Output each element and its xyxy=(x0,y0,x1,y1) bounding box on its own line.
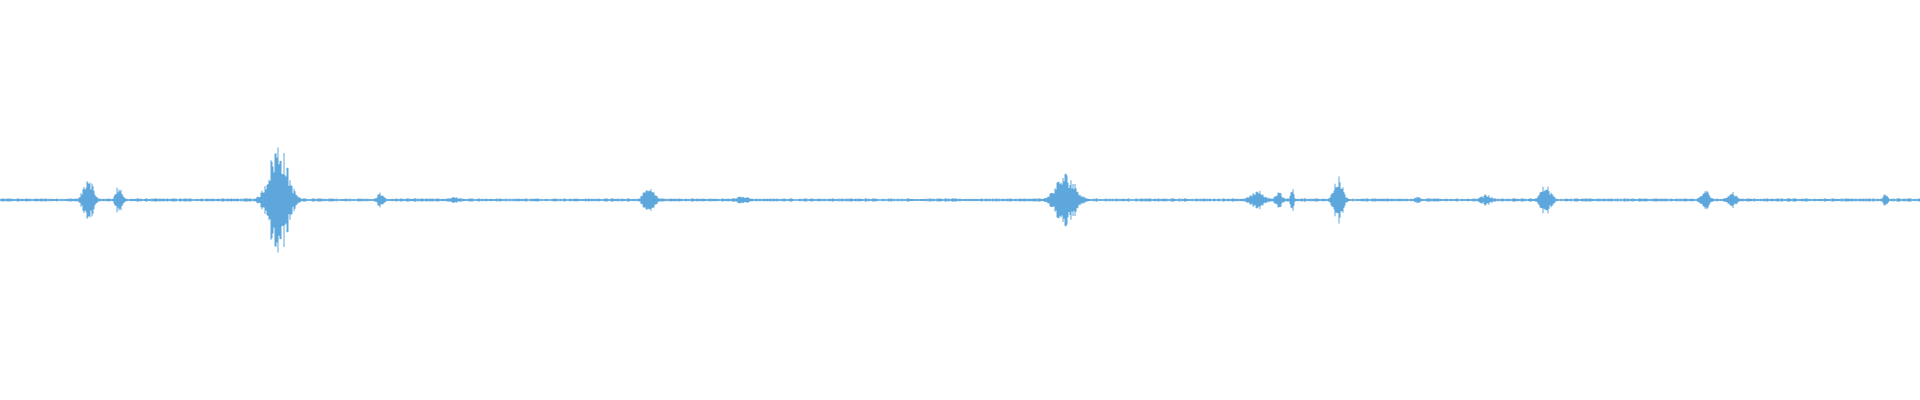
waveform-trace xyxy=(0,147,1920,253)
